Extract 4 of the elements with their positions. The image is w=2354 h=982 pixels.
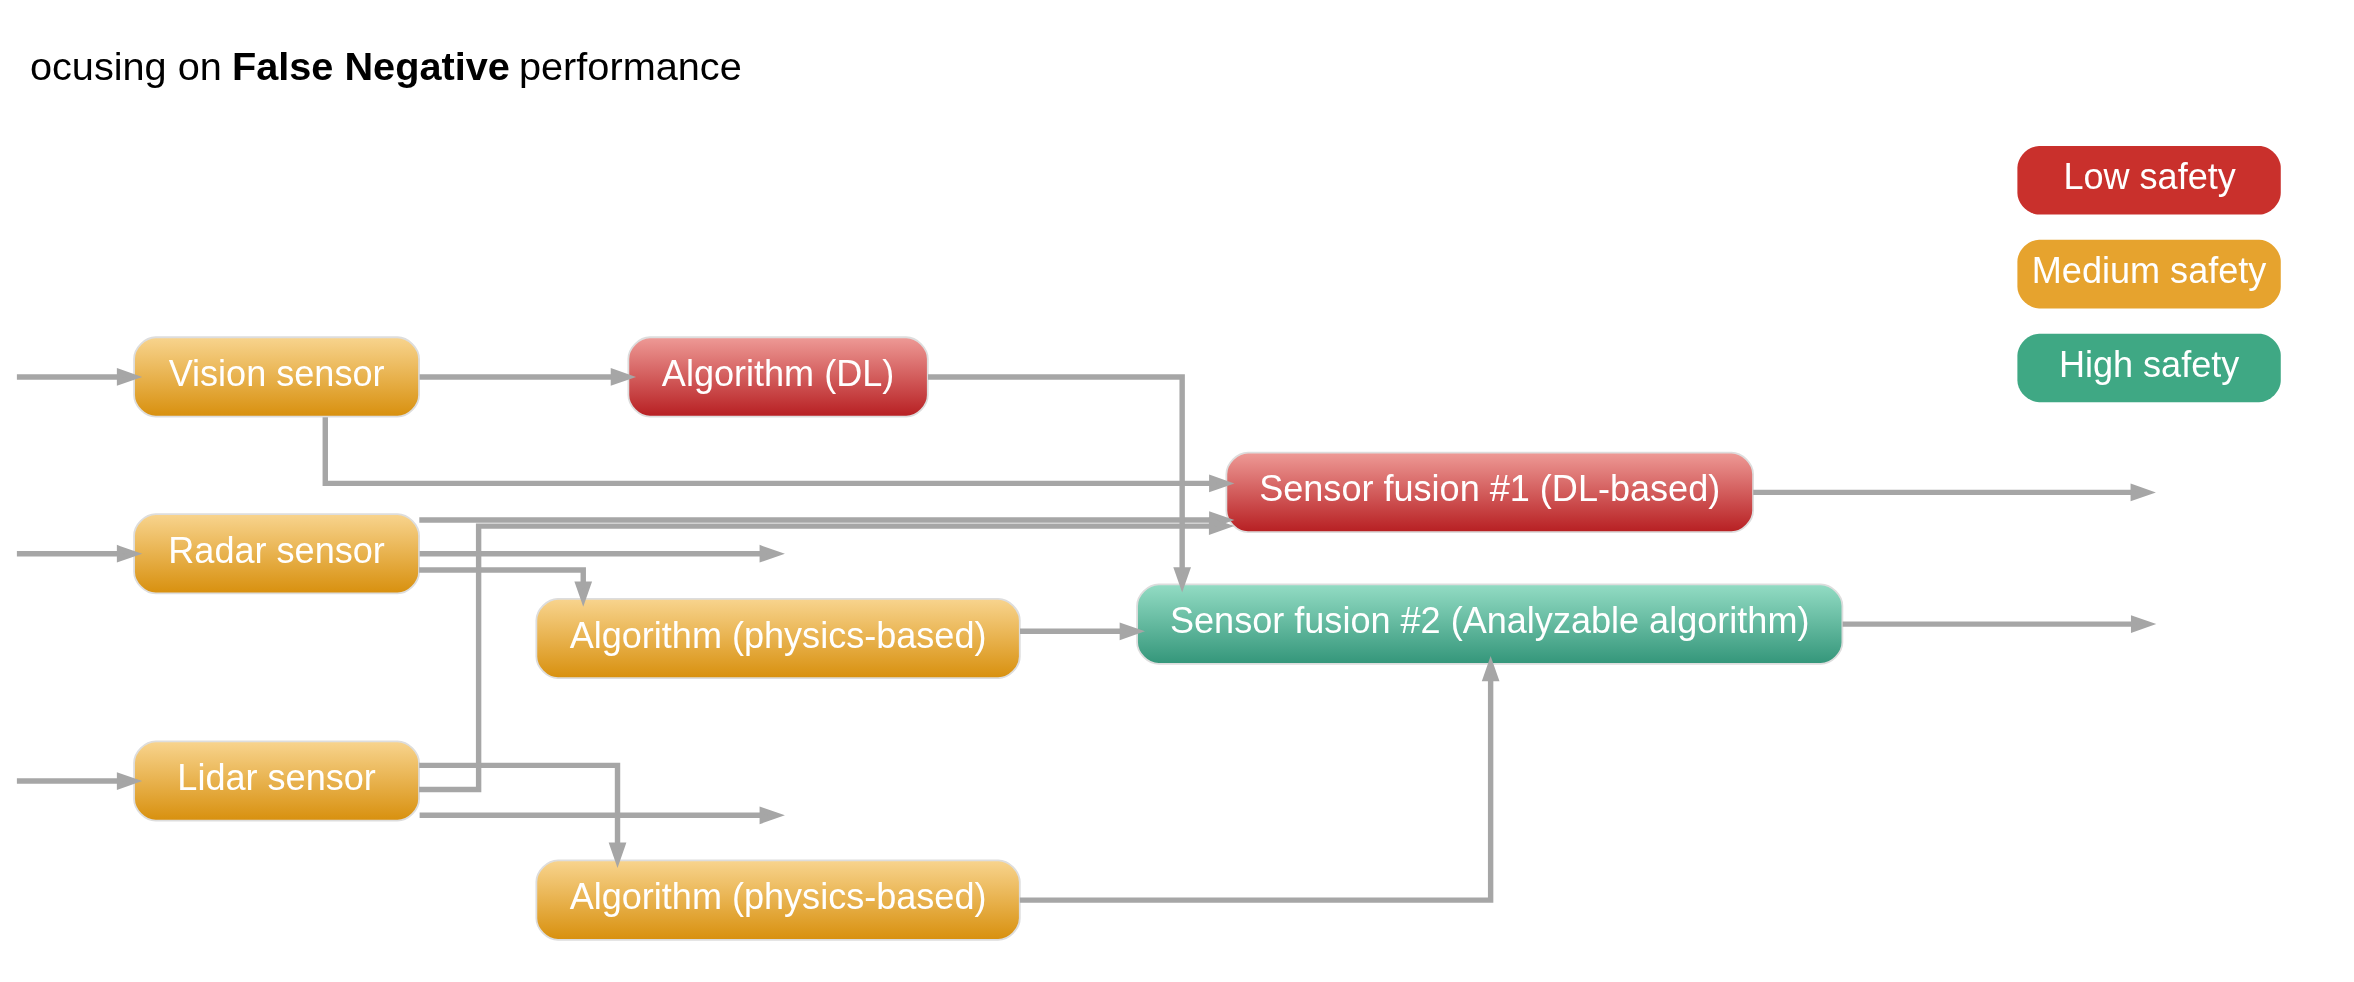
legend-label: Low safety	[2063, 155, 2236, 197]
legend-label: High safety	[2058, 343, 2240, 385]
legend-label: Medium safety	[2031, 249, 2267, 291]
diagram-title: ocusing on False Negative performance	[29, 43, 742, 88]
